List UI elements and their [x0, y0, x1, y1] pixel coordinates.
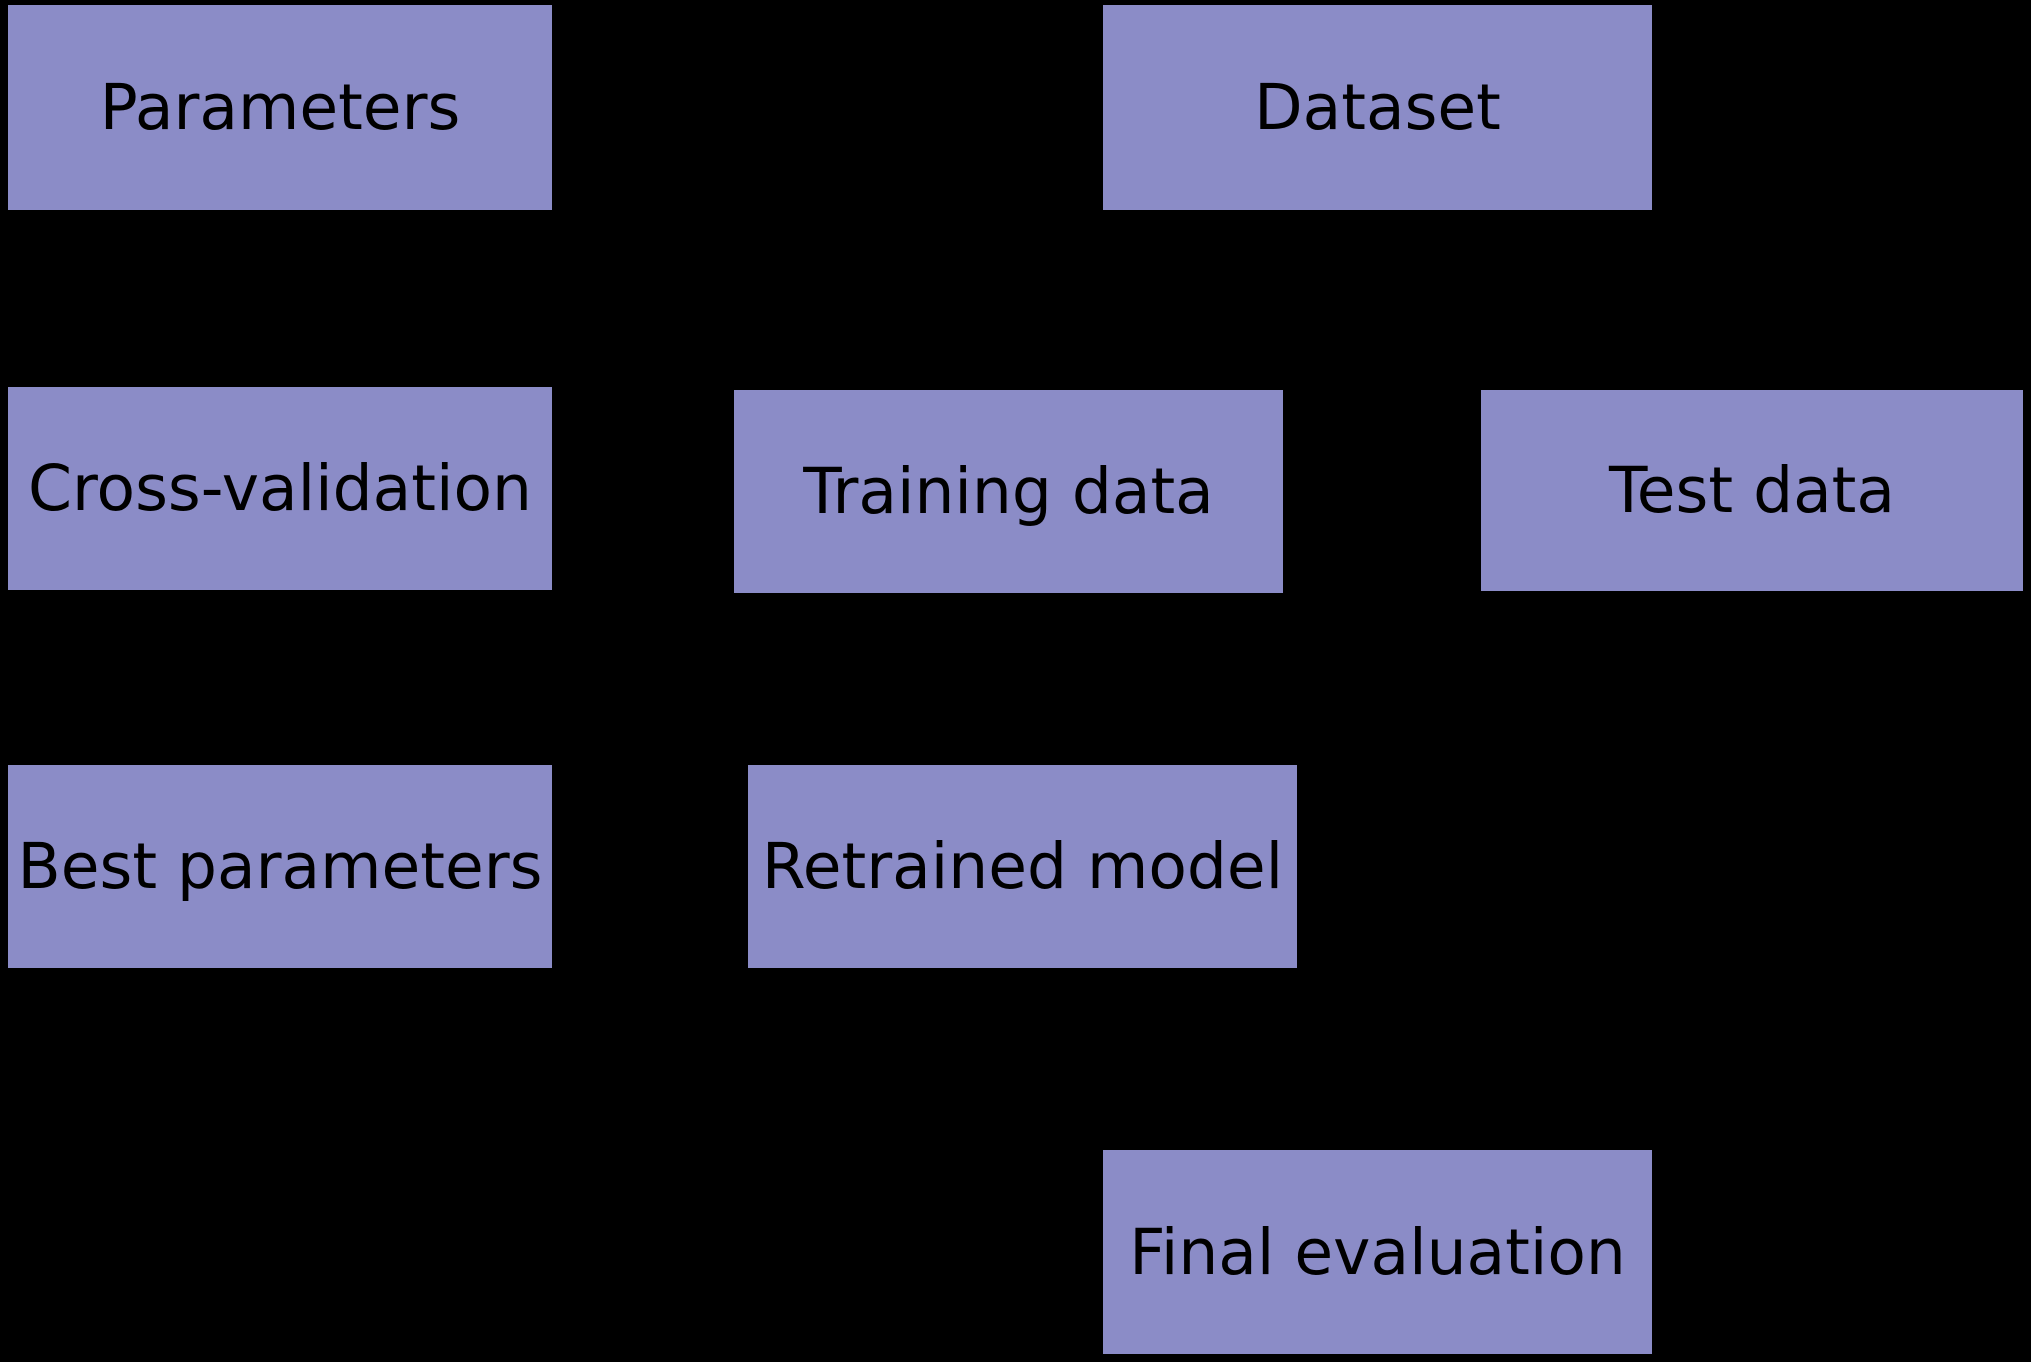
- node-parameters: Parameters: [8, 5, 552, 210]
- node-retrained-model: Retrained model: [748, 765, 1297, 968]
- node-parameters-label: Parameters: [99, 71, 461, 144]
- node-dataset: Dataset: [1103, 5, 1652, 210]
- node-final-evaluation: Final evaluation: [1103, 1150, 1652, 1354]
- node-training-data: Training data: [734, 390, 1283, 593]
- node-cross-validation: Cross-validation: [8, 387, 552, 590]
- node-cross-validation-label: Cross-validation: [28, 452, 532, 525]
- node-retrained-model-label: Retrained model: [761, 830, 1284, 903]
- node-test-data: Test data: [1481, 390, 2023, 591]
- node-training-data-label: Training data: [803, 455, 1214, 528]
- node-best-parameters: Best parameters: [8, 765, 552, 968]
- node-best-parameters-label: Best parameters: [17, 830, 543, 903]
- node-final-evaluation-label: Final evaluation: [1129, 1215, 1626, 1289]
- node-dataset-label: Dataset: [1254, 71, 1501, 144]
- node-test-data-label: Test data: [1609, 454, 1895, 527]
